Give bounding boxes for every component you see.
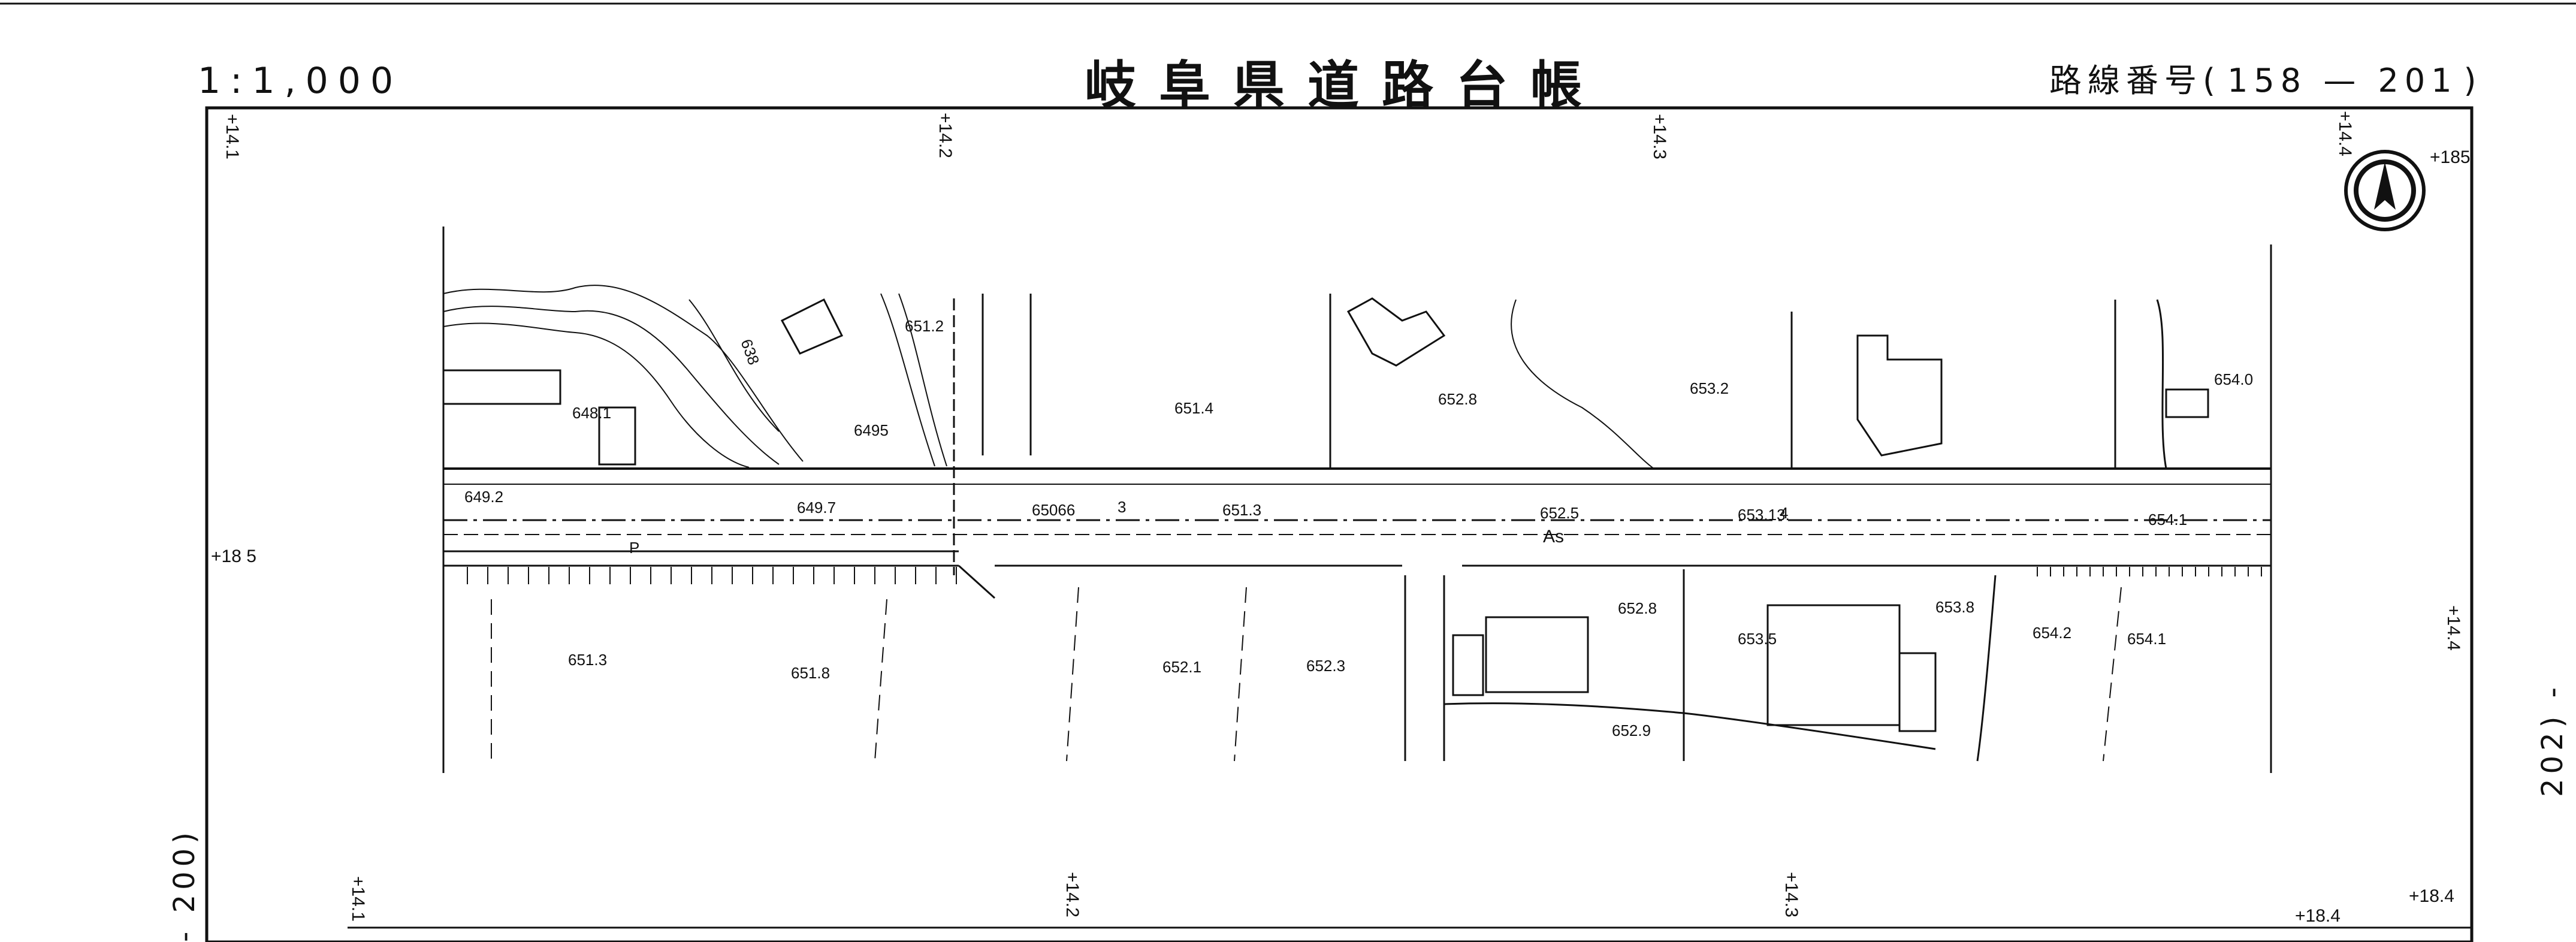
embankment-hatching — [467, 567, 2262, 584]
elev-south-7: 653.5 — [1738, 630, 1777, 648]
route-number: 158 — 201 — [2227, 62, 2458, 99]
elev-south-6: 652.9 — [1612, 721, 1651, 739]
elev-south-4: 652.3 — [1306, 657, 1345, 675]
elev-south-3: 652.1 — [1162, 658, 1201, 676]
chainage-bottom-4: +18.4 — [2295, 906, 2341, 926]
south-buildings — [1452, 604, 1937, 732]
road-surface-label: As — [1543, 527, 1564, 547]
route-number-box: 路線番号(158 — 201) — [2049, 54, 2483, 101]
south-walls — [1404, 569, 1997, 762]
chainage-top-1: +14.1 — [222, 114, 242, 159]
elev-north-5: 652.8 — [1438, 390, 1477, 408]
chainage-top-2: +14.2 — [935, 113, 955, 158]
elev-south-10: 654.1 — [2127, 630, 2166, 648]
elev-south-1: 651.3 — [568, 651, 607, 669]
elev-road-5: 652.5 — [1540, 504, 1579, 522]
map-scale: 1:1,000 — [198, 60, 403, 102]
elev-road-2: 649.7 — [797, 499, 836, 517]
elev-north-8: 638 — [737, 337, 763, 367]
lane-mark-4: 4 — [1780, 504, 1788, 522]
elev-road-1: 649.2 — [464, 488, 503, 506]
route-open-paren: ( — [2203, 62, 2222, 99]
north-buildings — [442, 297, 2209, 466]
map-frame — [205, 106, 2474, 942]
road-corridor — [443, 298, 2271, 599]
elev-south-2: 651.8 — [791, 664, 830, 682]
page-title: 岐阜県道路台帳 — [1085, 56, 1605, 116]
elev-south-8: 653.8 — [1935, 598, 1974, 616]
north-arrow-icon — [2344, 150, 2426, 231]
chainage-side-3: +14.4 — [2444, 605, 2463, 651]
elev-road-6: 653.13. — [1738, 506, 1790, 524]
chainage-top-4: +14.4 — [2335, 111, 2355, 156]
elev-north-1: 648.1 — [572, 404, 611, 422]
chainage-top-3: +14.3 — [1650, 114, 1669, 159]
elev-north-6: 653.2 — [1690, 379, 1729, 397]
south-property-lines — [491, 587, 2122, 762]
elev-north-4: 651.4 — [1174, 399, 1213, 417]
elev-north-3: 651.2 — [905, 317, 944, 335]
route-label: 路線番号 — [2049, 62, 2203, 99]
elev-south-9: 654.2 — [2033, 624, 2071, 642]
parking-mark: P — [629, 539, 639, 557]
elev-north-2: 6495 — [854, 421, 889, 439]
lane-mark-3: 3 — [1118, 498, 1126, 516]
chainage-bottom-2: +14.2 — [1062, 872, 1082, 917]
elev-road-4: 651.3 — [1222, 501, 1261, 519]
elev-south-5: 652.8 — [1618, 599, 1657, 617]
chainage-side-1: +185 — [2430, 147, 2471, 167]
north-contours — [443, 285, 947, 468]
elev-road-3: 65066 — [1032, 501, 1075, 519]
chainage-bottom-3: +14.3 — [1781, 872, 1801, 917]
elev-north-7: 654.0 — [2214, 370, 2253, 388]
route-close-paren: ) — [2463, 62, 2483, 99]
north-walls — [982, 294, 2167, 469]
chainage-side-2: +18 5 — [211, 547, 256, 566]
elev-road-7: 654.1 — [2148, 511, 2187, 529]
road-south-taper — [958, 564, 996, 599]
chainage-bottom-1: +14.1 — [348, 876, 368, 922]
chainage-bottom-5: +18.4 — [2409, 886, 2454, 906]
